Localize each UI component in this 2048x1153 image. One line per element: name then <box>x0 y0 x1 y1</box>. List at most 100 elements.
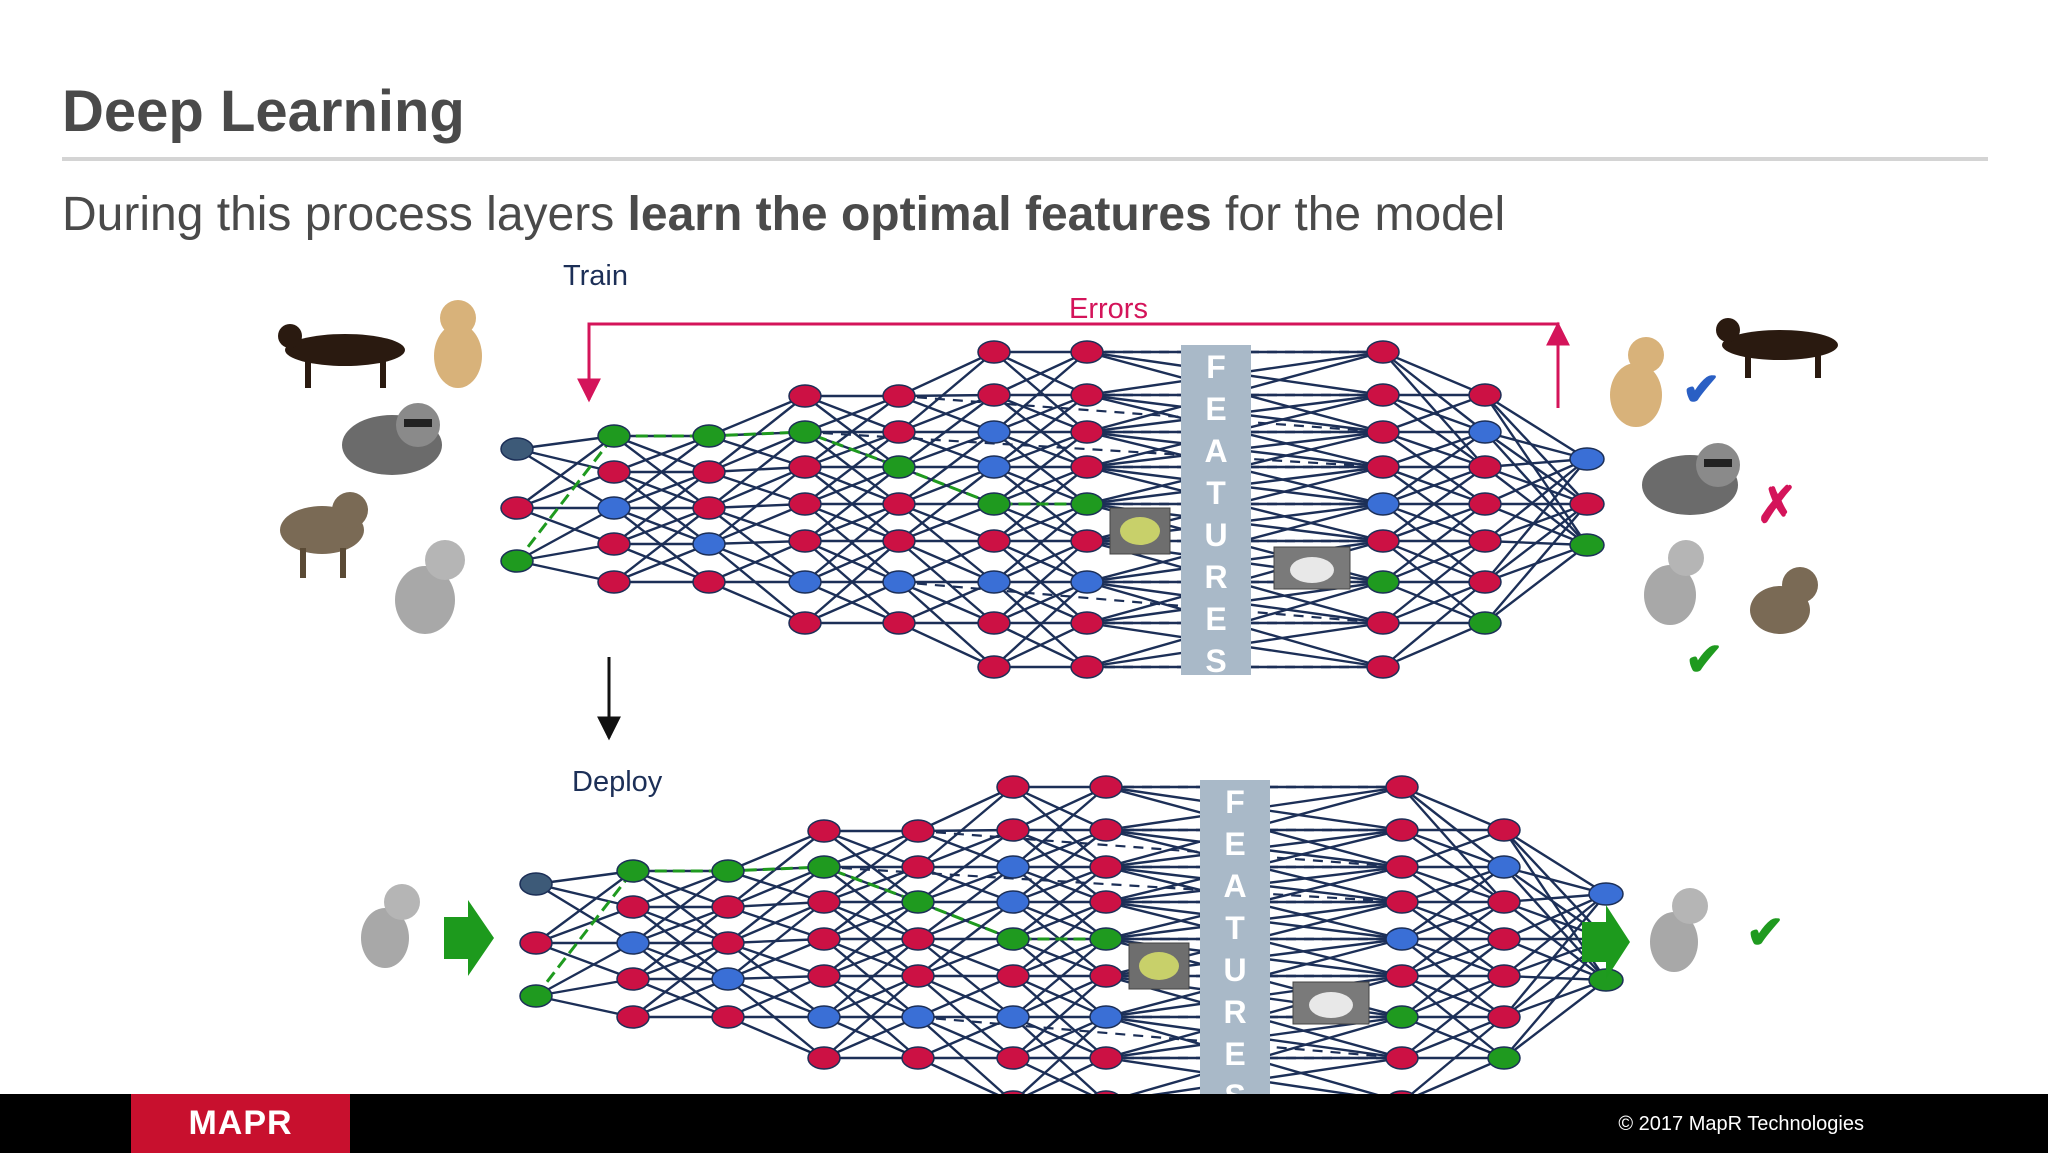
deploy-connection <box>1012 975 1107 1059</box>
train-feature-link <box>898 394 1384 434</box>
train-node <box>1366 655 1400 679</box>
labrador-image <box>434 300 482 388</box>
deploy-connection <box>535 882 634 945</box>
train-features-letter: U <box>1204 517 1227 553</box>
deploy-node <box>711 895 745 919</box>
train-node <box>1468 529 1502 553</box>
deploy-node <box>616 967 650 991</box>
deploy-connection <box>727 942 825 1018</box>
train-connection <box>1382 393 1486 434</box>
train-connection <box>708 502 806 546</box>
deploy-node <box>711 859 745 883</box>
cross-mark-raccoon: ✗ <box>1756 477 1798 533</box>
train-connection <box>708 580 806 625</box>
deploy-connection <box>727 866 825 944</box>
train-connection <box>708 539 806 584</box>
train-connection <box>993 351 1088 433</box>
train-connection <box>516 506 615 563</box>
train-connection <box>1382 581 1486 668</box>
train-node <box>1569 492 1605 516</box>
train-node <box>597 496 631 520</box>
train-connection <box>613 542 710 584</box>
train-connection <box>1382 502 1486 543</box>
deploy-node <box>807 964 841 988</box>
deploy-node <box>1089 927 1123 951</box>
deploy-node <box>996 775 1030 799</box>
train-connection <box>708 466 806 545</box>
output-raccoon-image <box>1642 443 1740 515</box>
deploy-features-letter: A <box>1223 868 1246 904</box>
train-connection <box>993 540 1088 624</box>
train-connection <box>898 503 995 583</box>
deploy-connection <box>1503 937 1607 982</box>
train-connection <box>1484 466 1588 546</box>
train-connection <box>804 465 900 506</box>
train-connection <box>1382 465 1486 506</box>
train-connection <box>1484 503 1588 583</box>
train-connection <box>1484 431 1588 546</box>
train-features-band <box>1181 345 1251 675</box>
deploy-node <box>1089 775 1123 799</box>
train-features-letter: S <box>1205 643 1226 679</box>
train-node <box>692 570 726 594</box>
train-connection <box>993 393 1088 434</box>
deploy-connection <box>632 906 729 980</box>
deploy-features-letter: F <box>1225 784 1245 820</box>
train-node <box>788 455 822 479</box>
deploy-node <box>996 964 1030 988</box>
train-connection <box>1382 580 1486 625</box>
deploy-feature-link <box>917 829 1403 869</box>
train-node <box>1070 455 1104 479</box>
train-node <box>1468 492 1502 516</box>
train-features-letter: T <box>1206 475 1226 511</box>
deploy-connection <box>1012 785 1107 832</box>
train-connection <box>1484 430 1588 461</box>
deploy-connection <box>1401 901 1505 977</box>
deploy-features-letter: E <box>1224 1036 1245 1072</box>
train-features-letter: E <box>1205 391 1226 427</box>
deploy-connection <box>727 900 825 945</box>
deploy-connection <box>1503 865 1607 896</box>
deploy-connection <box>1012 865 1107 904</box>
train-connection <box>804 502 900 543</box>
deploy-connection <box>1401 1015 1505 1060</box>
deploy-connection <box>823 866 919 940</box>
deploy-connection <box>1503 828 1607 896</box>
train-connection <box>708 543 806 624</box>
train-eye-icon <box>1120 517 1160 545</box>
deploy-connection <box>1401 974 1505 1019</box>
train-node <box>500 496 534 520</box>
deploy-connection <box>727 937 825 981</box>
deploy-connection <box>823 974 919 1019</box>
deploy-connection <box>632 977 729 1019</box>
train-connection <box>1484 458 1588 583</box>
train-connection <box>898 539 995 584</box>
deploy-connection <box>917 785 1014 833</box>
train-node <box>1366 340 1400 364</box>
subtitle-start: During this process layers <box>62 188 628 241</box>
deploy-connection <box>535 994 634 1019</box>
deploy-node <box>1487 890 1521 914</box>
deploy-connection <box>917 974 1014 1019</box>
train-connection <box>1484 503 1588 624</box>
train-connection <box>708 394 806 438</box>
train-node <box>500 549 534 573</box>
train-node <box>788 420 822 444</box>
deploy-connection <box>1401 865 1505 904</box>
deploy-connection <box>727 901 825 980</box>
deploy-node <box>807 855 841 879</box>
train-connection <box>1382 430 1486 469</box>
deploy-node <box>1089 1046 1123 1070</box>
train-connection <box>993 539 1088 584</box>
deploy-input-arrow <box>444 900 494 976</box>
train-connection <box>1484 431 1588 505</box>
train-connection <box>1484 465 1588 506</box>
train-connection <box>898 465 995 506</box>
deploy-connection <box>1012 900 1107 941</box>
train-connection <box>993 580 1088 625</box>
subtitle-end: for the model <box>1211 188 1506 241</box>
output-animal-images <box>1610 318 1838 634</box>
deploy-node <box>996 818 1030 842</box>
train-node <box>1366 611 1400 635</box>
train-connection <box>613 471 710 545</box>
